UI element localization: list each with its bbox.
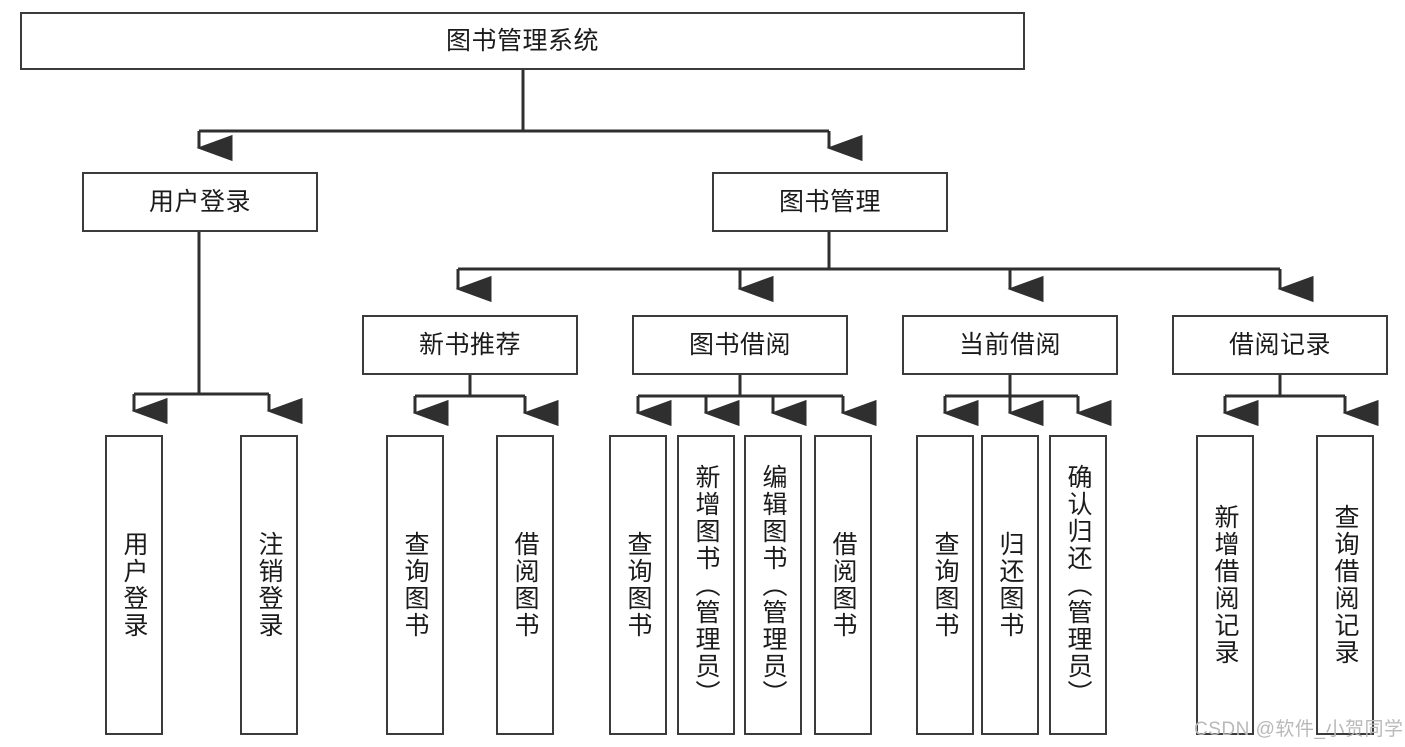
node-label: 查询图书 <box>624 531 652 639</box>
node-label: 新书推荐 <box>418 331 521 359</box>
node-label: 用户登录 <box>148 188 251 216</box>
node-label: 图书管理系统 <box>445 27 599 55</box>
node-leaf-borrow-lend-book[interactable]: 借阅图书 <box>814 435 872 735</box>
node-leaf-user-logout[interactable]: 注销登录 <box>240 435 298 735</box>
node-leaf-record-query-borrow-record[interactable]: 查询借阅记录 <box>1316 435 1374 735</box>
node-label: 编辑图书（管理员） <box>759 463 787 707</box>
node-new-book-recommend[interactable]: 新书推荐 <box>362 315 578 375</box>
node-label: 查询图书 <box>401 531 429 639</box>
node-leaf-current-confirm-return-admin[interactable]: 确认归还（管理员） <box>1049 435 1107 735</box>
node-leaf-current-return-book[interactable]: 归还图书 <box>981 435 1039 735</box>
node-label: 归还图书 <box>996 531 1024 639</box>
watermark: CSDN @软件_小贺同学 <box>1194 719 1404 740</box>
node-leaf-borrow-add-book-admin[interactable]: 新增图书（管理员） <box>677 435 735 735</box>
node-leaf-user-login[interactable]: 用户登录 <box>105 435 163 735</box>
node-leaf-borrow-edit-book-admin[interactable]: 编辑图书（管理员） <box>744 435 802 735</box>
node-label: 用户登录 <box>120 531 148 639</box>
node-leaf-recommend-query-book[interactable]: 查询图书 <box>386 435 444 735</box>
node-label: 图书管理 <box>778 188 881 216</box>
node-user-login[interactable]: 用户登录 <box>82 172 318 232</box>
node-label: 借阅图书 <box>511 531 539 639</box>
node-label: 注销登录 <box>255 531 283 639</box>
node-label: 借阅记录 <box>1228 331 1331 359</box>
node-label: 确认归还（管理员） <box>1064 463 1092 707</box>
node-leaf-current-query-book[interactable]: 查询图书 <box>916 435 974 735</box>
node-leaf-record-add-borrow-record[interactable]: 新增借阅记录 <box>1196 435 1254 735</box>
node-label: 当前借阅 <box>958 331 1061 359</box>
node-book-borrow[interactable]: 图书借阅 <box>632 315 848 375</box>
node-book-manage[interactable]: 图书管理 <box>712 172 948 232</box>
node-borrow-record[interactable]: 借阅记录 <box>1172 315 1388 375</box>
node-label: 查询借阅记录 <box>1331 504 1359 666</box>
node-leaf-borrow-query-book[interactable]: 查询图书 <box>609 435 667 735</box>
node-leaf-recommend-borrow-book[interactable]: 借阅图书 <box>496 435 554 735</box>
node-label: 新增图书（管理员） <box>692 463 720 707</box>
node-label: 查询图书 <box>931 531 959 639</box>
node-label: 图书借阅 <box>688 331 791 359</box>
node-label: 新增借阅记录 <box>1211 504 1239 666</box>
node-book-management-system[interactable]: 图书管理系统 <box>20 12 1025 70</box>
node-label: 借阅图书 <box>829 531 857 639</box>
node-current-borrow[interactable]: 当前借阅 <box>902 315 1118 375</box>
